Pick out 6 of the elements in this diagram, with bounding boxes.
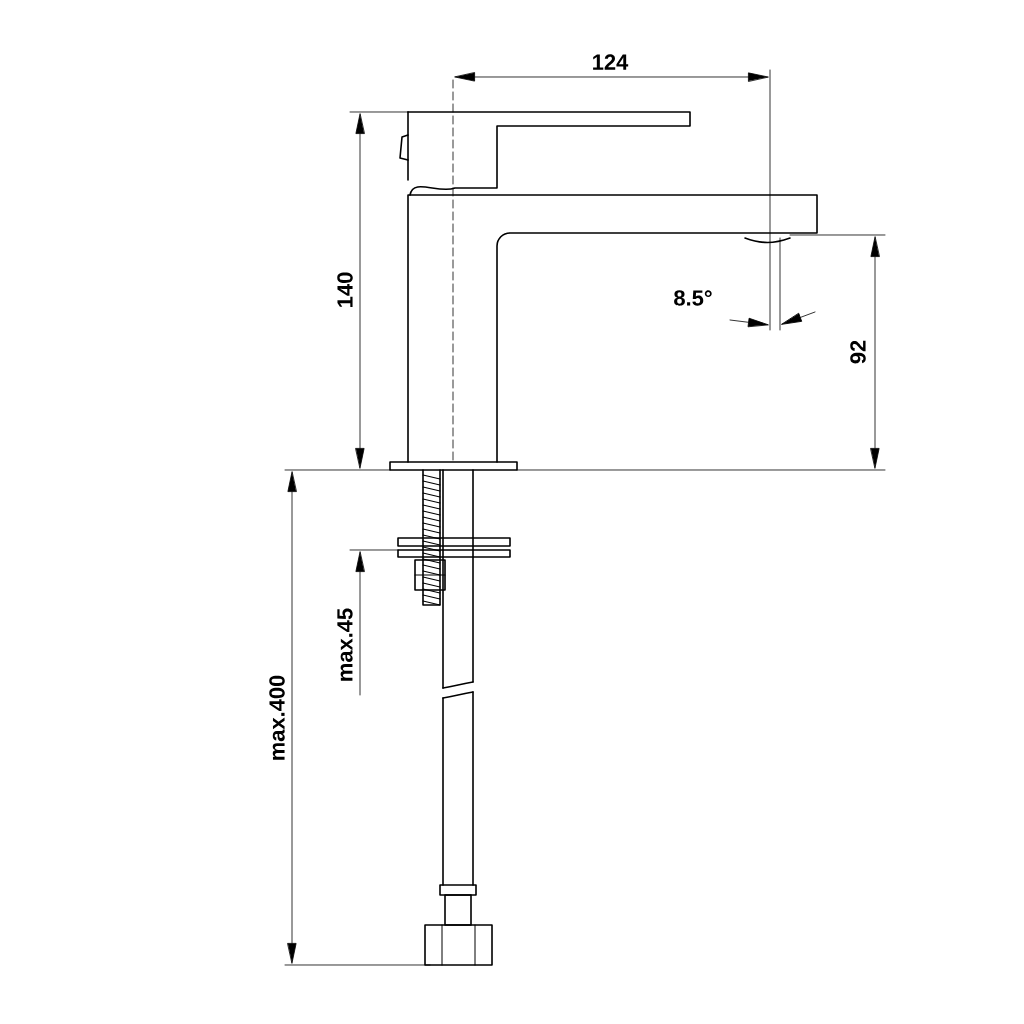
dimension-label: max.45 bbox=[337, 608, 353, 681]
dimension-label: 124 bbox=[593, 54, 629, 70]
dimension-label: 92 bbox=[850, 340, 866, 364]
dimension-label: 8.5° bbox=[674, 290, 712, 306]
dimension-label: 140 bbox=[337, 272, 353, 307]
dimension-label: max.400 bbox=[269, 675, 285, 760]
